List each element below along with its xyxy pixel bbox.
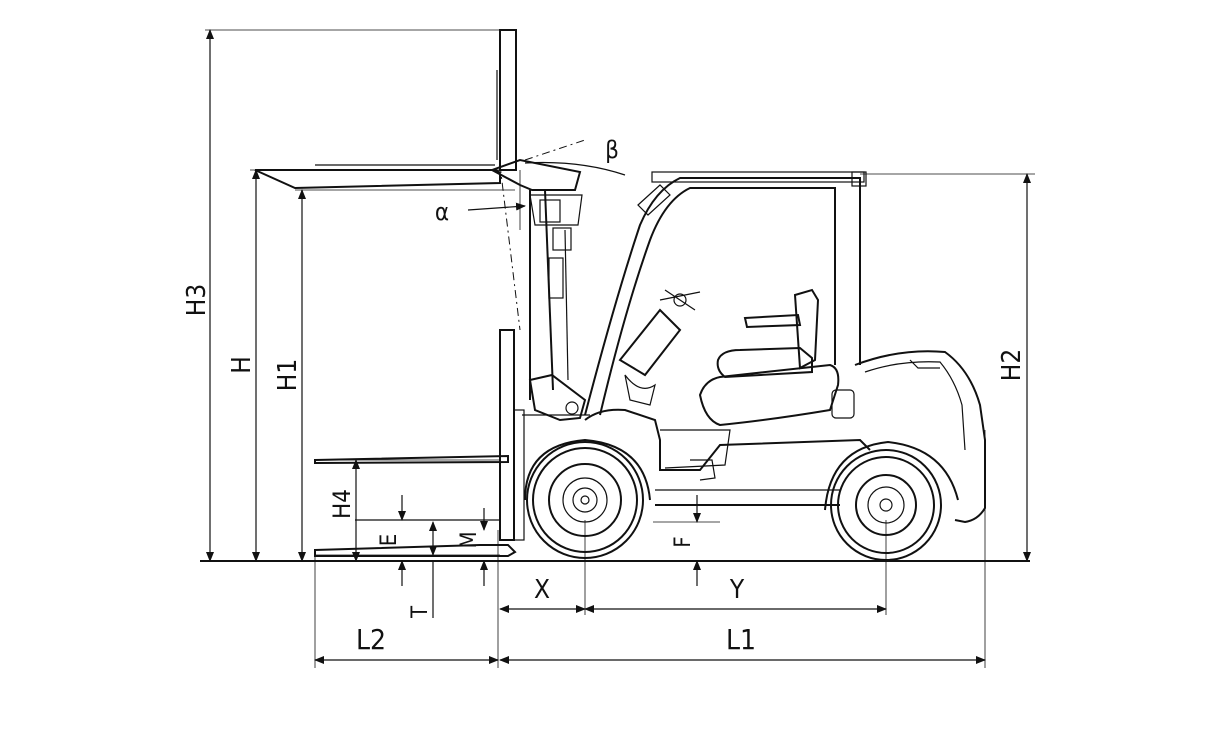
label-T: T — [408, 605, 433, 619]
label-H3: H3 — [182, 284, 212, 316]
dimension-labels: H3 H H1 H2 H4 E M T F X Y L1 L2 α β — [182, 136, 1027, 656]
front-wheel — [524, 438, 651, 559]
label-M: M — [457, 531, 482, 548]
label-X: X — [534, 575, 550, 605]
label-F: F — [671, 536, 696, 547]
truck-body — [584, 171, 986, 524]
label-H1: H1 — [273, 359, 303, 391]
extension-lines — [205, 29, 1035, 668]
mast — [254, 29, 590, 557]
label-H4: H4 — [328, 489, 356, 519]
tilt-angle-markers — [467, 161, 626, 211]
label-Y: Y — [729, 575, 745, 605]
label-alpha: α — [435, 198, 449, 226]
label-E: E — [377, 534, 402, 547]
label-L2: L2 — [356, 623, 386, 656]
rear-wheel — [824, 440, 959, 561]
label-H: H — [227, 356, 257, 374]
label-beta: β — [605, 136, 619, 164]
label-H2: H2 — [997, 349, 1027, 381]
label-L1: L1 — [726, 623, 756, 656]
dimension-lines — [206, 29, 1031, 664]
